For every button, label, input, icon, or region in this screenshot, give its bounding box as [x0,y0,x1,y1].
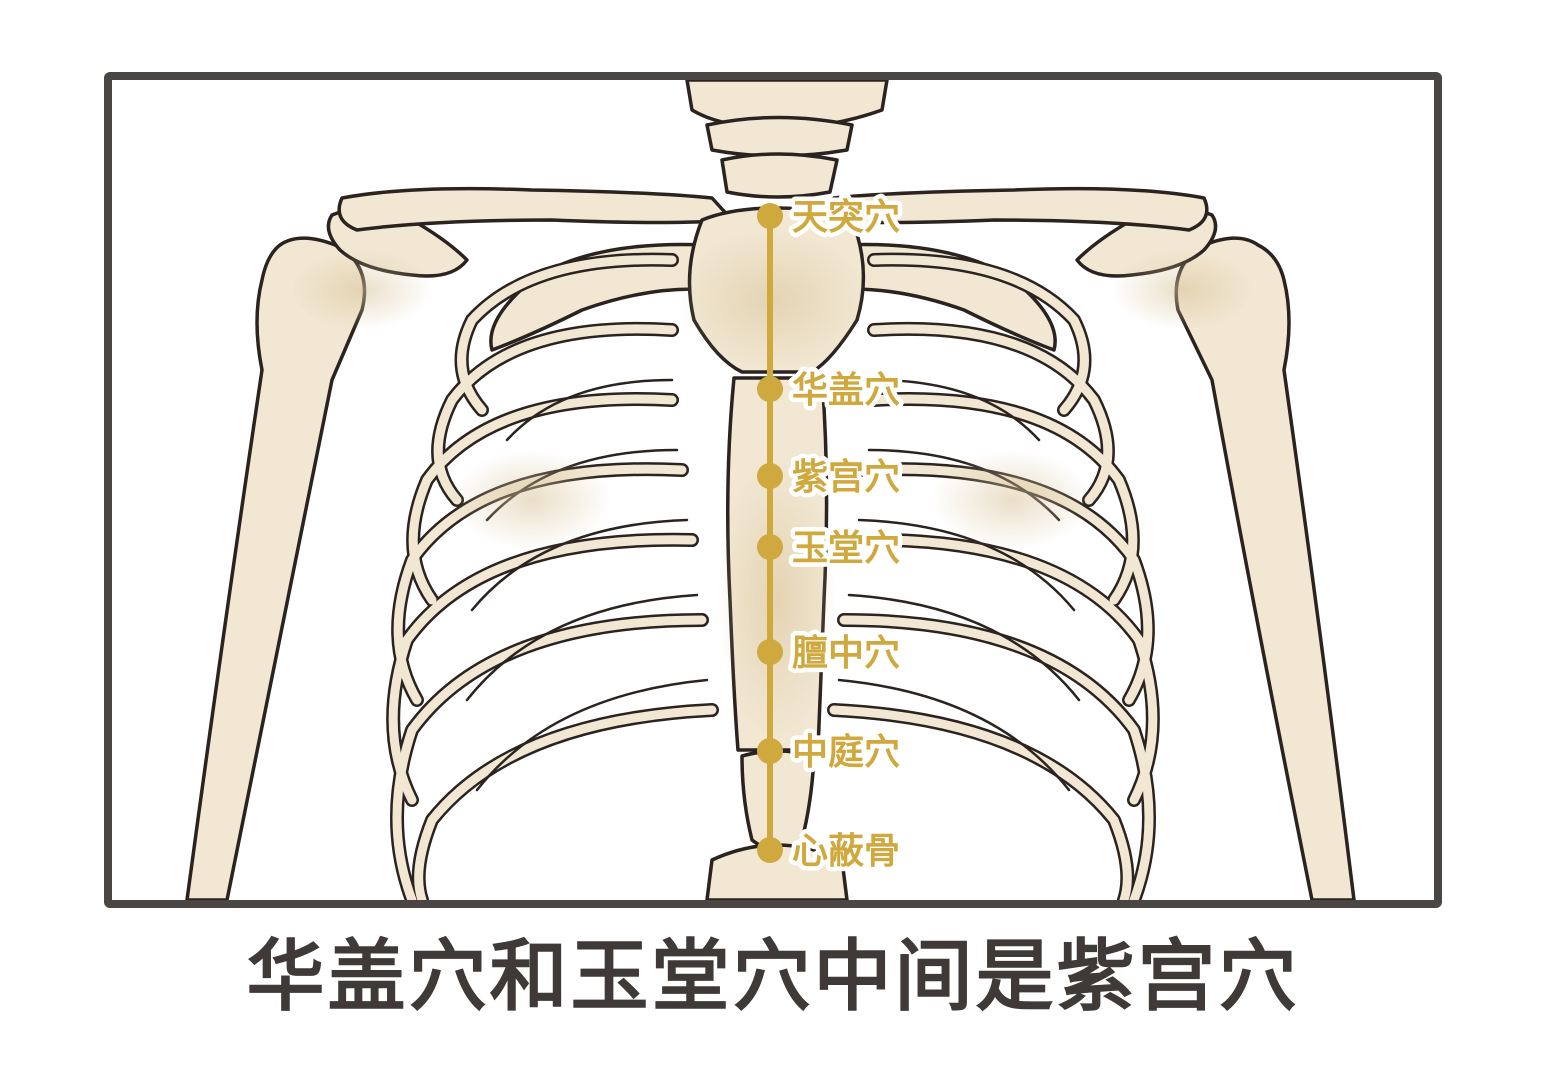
acupoint-dot-icon [757,738,783,764]
left-clavicle [337,186,734,232]
rib [489,242,714,352]
acupoint-dot-icon [757,837,783,863]
caption: 华盖穴和玉堂穴中间是紫宫穴 [246,932,1300,1022]
acupoint-dot-icon [757,534,783,560]
illustration-frame: 天突穴华盖穴紫宫穴玉堂穴膻中穴中庭穴心蔽骨 [104,72,1442,908]
acupoint-label-zigong: 紫宫穴 [792,457,900,498]
acupoint-dot-icon [757,639,783,665]
acupoint-dot-icon [757,463,783,489]
acupoint-dot-icon [757,376,783,402]
acupoint-label-zhongting: 中庭穴 [792,732,900,773]
cervical-vertebra [705,115,854,158]
xiphoid-process [740,749,816,852]
acupoint-label-tiantu: 天突穴 [792,197,900,238]
right-humerus [1174,236,1356,900]
acupoint-label-danzhong: 膻中穴 [792,633,900,674]
acupoint-label-yutang: 玉堂穴 [792,528,900,569]
cervical-vertebra [720,152,839,199]
acupoint-dot-icon [757,203,783,229]
rib [832,242,1057,352]
acupoint-label-huagai: 华盖穴 [792,370,900,411]
abdomen-base [705,843,849,900]
left-humerus [185,236,367,900]
acupoint-label-xinbigu: 心蔽骨 [792,831,900,872]
